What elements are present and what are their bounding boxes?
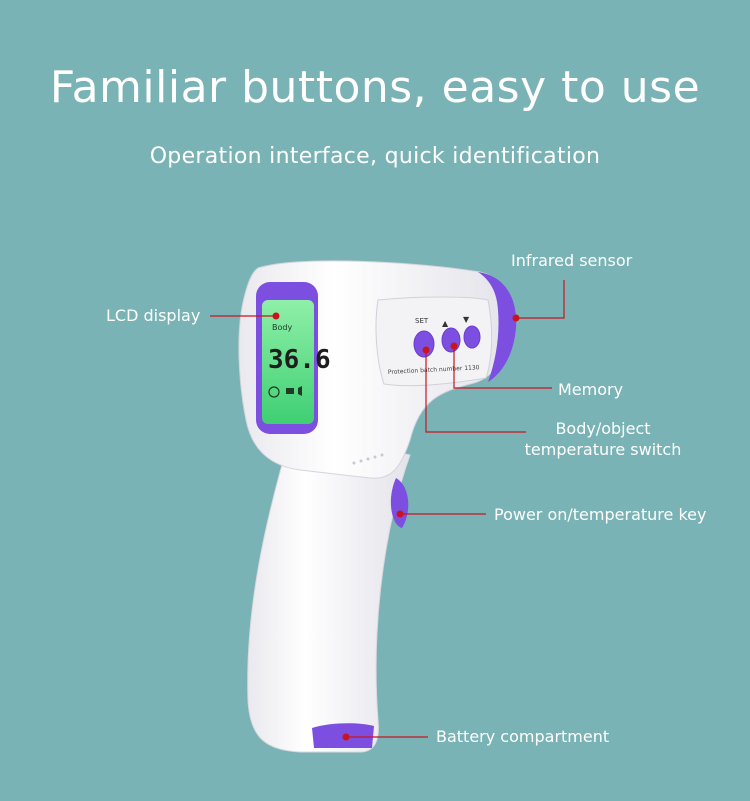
panel-text: Protection batch number 1130 bbox=[388, 364, 480, 376]
leader-lines bbox=[210, 280, 565, 738]
down-button bbox=[463, 325, 481, 349]
lcd-reading: 36.6 bbox=[268, 345, 331, 375]
set-label: SET bbox=[415, 317, 429, 325]
page-subtitle: Operation interface, quick identificatio… bbox=[149, 144, 601, 169]
label-battery-compartment: Battery compartment bbox=[436, 727, 610, 746]
label-power-key: Power on/temperature key bbox=[494, 505, 707, 524]
label-body-object-line1: Body/object bbox=[555, 419, 651, 438]
trigger-button bbox=[390, 478, 409, 528]
label-lcd-display: LCD display bbox=[106, 306, 201, 325]
leader-dots bbox=[272, 312, 520, 741]
set-button bbox=[413, 330, 435, 358]
page-title: Familiar buttons, easy to use bbox=[49, 62, 701, 113]
label-memory: Memory bbox=[558, 380, 624, 399]
label-infrared-sensor: Infrared sensor bbox=[511, 251, 633, 270]
down-glyph: ▼ bbox=[463, 315, 470, 324]
lcd-mode-text: Body bbox=[272, 323, 292, 332]
speaker-dots bbox=[352, 453, 384, 465]
memory-up-button bbox=[441, 327, 461, 353]
lcd-face-icon bbox=[268, 386, 280, 398]
infrared-sensor-cap bbox=[478, 272, 517, 382]
label-body-object-line2: temperature switch bbox=[524, 440, 682, 459]
lcd-battery-icon bbox=[286, 388, 294, 394]
label-body-object-switch: Body/object temperature switch bbox=[518, 419, 688, 459]
up-glyph: ▲ bbox=[442, 319, 449, 328]
lcd-sound-icon bbox=[298, 386, 302, 396]
thermometer-handle bbox=[247, 429, 411, 753]
